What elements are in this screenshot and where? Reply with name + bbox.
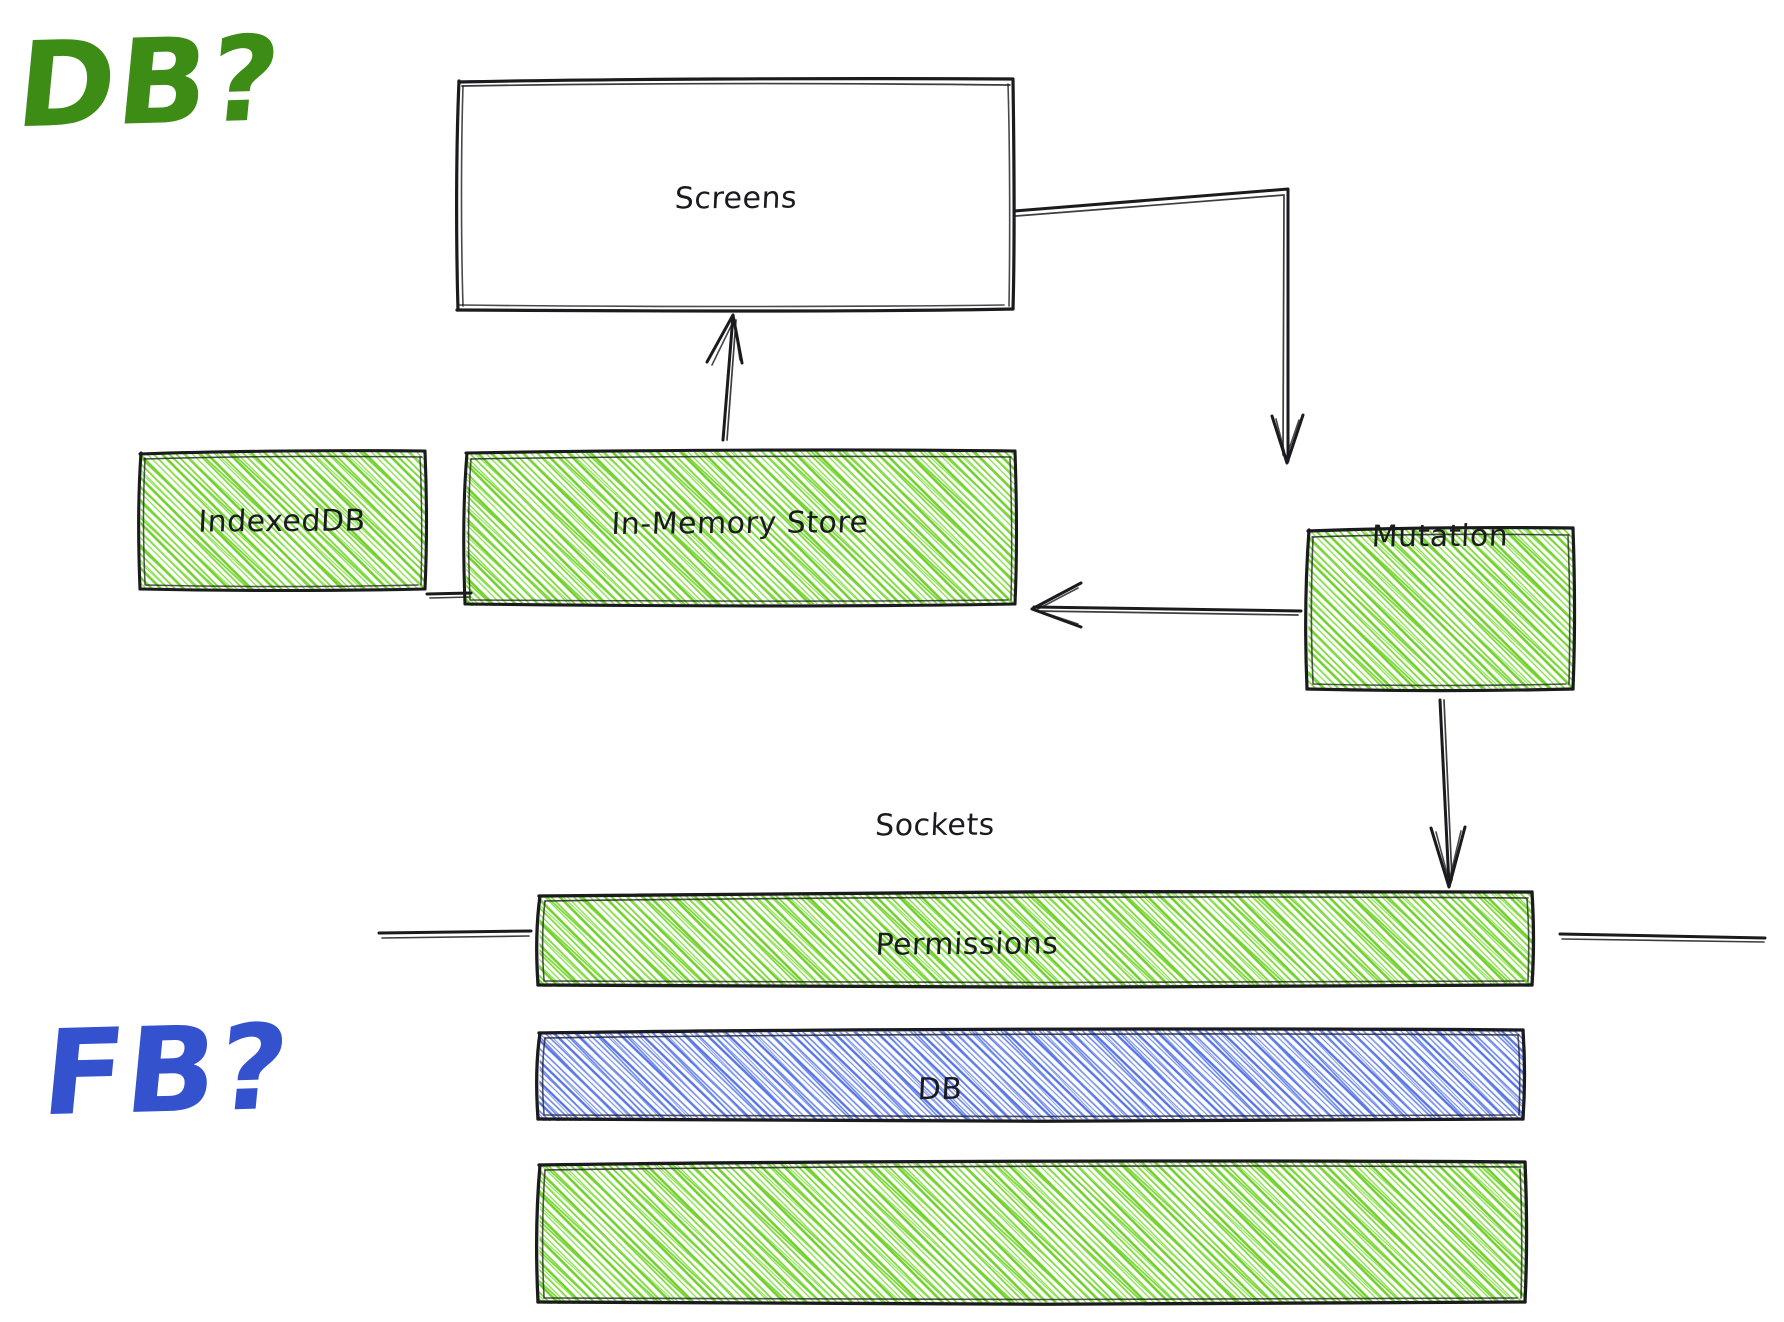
connector-indexeddb-to-in-memory-store <box>425 591 473 599</box>
connector-screens-to-mutation <box>1012 187 1305 465</box>
connector-in-memory-store-to-screens <box>705 313 744 442</box>
node-permissions[interactable] <box>535 1027 1527 1123</box>
node-db[interactable] <box>535 1159 1529 1306</box>
node-mutation[interactable] <box>1304 526 1577 693</box>
node-indexeddb[interactable] <box>137 449 429 593</box>
connector-sockets-left-stub <box>377 929 533 939</box>
node-screens[interactable] <box>455 77 1016 313</box>
connector-sockets-right-stub <box>1558 932 1767 943</box>
node-in-memory-store[interactable] <box>462 448 1019 608</box>
node-sockets[interactable] <box>535 889 1536 989</box>
connector-mutation-to-sockets <box>1429 698 1467 889</box>
connector-mutation-to-in-memory-store <box>1030 581 1303 629</box>
